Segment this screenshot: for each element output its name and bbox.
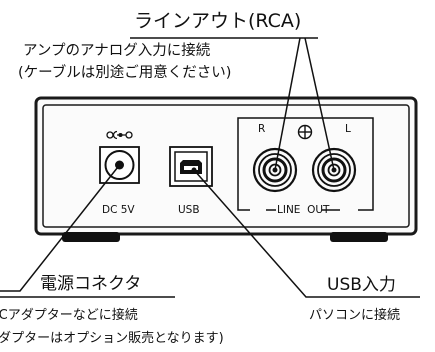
rca-right-label: R [258,123,266,135]
power-desc-line1: ACアダプターなどに接続 [0,308,138,323]
line-out-group-label: LINE OUT [277,204,330,216]
usb-b-port [169,146,213,187]
line-out-desc-line2: (ケーブルは別途ご用意ください) [18,65,232,81]
line-out-bracket [237,117,374,211]
power-title: 電源コネクタ [40,274,142,294]
line-out-title: ラインアウト(RCA) [134,10,302,32]
rca-jack-right [252,147,298,193]
rca-left-label: L [345,123,351,135]
left-foot [62,232,120,242]
usb-title: USB入力 [327,275,396,295]
rca-jack-left [311,147,357,193]
power-desc-line2: (アダプターはオプション販売となります) [0,331,224,346]
usb-desc-line1: パソコンに接続 [309,308,401,323]
device-body [34,96,418,242]
power-leader-line [0,164,121,292]
right-foot [330,232,388,242]
usb-port-label: USB [178,204,200,216]
line-out-desc-line1: アンプのアナログ入力に接続 [23,43,211,59]
line-out-leader-left [304,37,335,171]
line-out-leader-right [274,37,301,171]
polarity-symbol-icon [106,130,133,140]
dc-voltage-label: DC 5V [102,204,135,216]
usb-leader-line [193,169,420,298]
ground-symbol-icon [297,124,313,140]
